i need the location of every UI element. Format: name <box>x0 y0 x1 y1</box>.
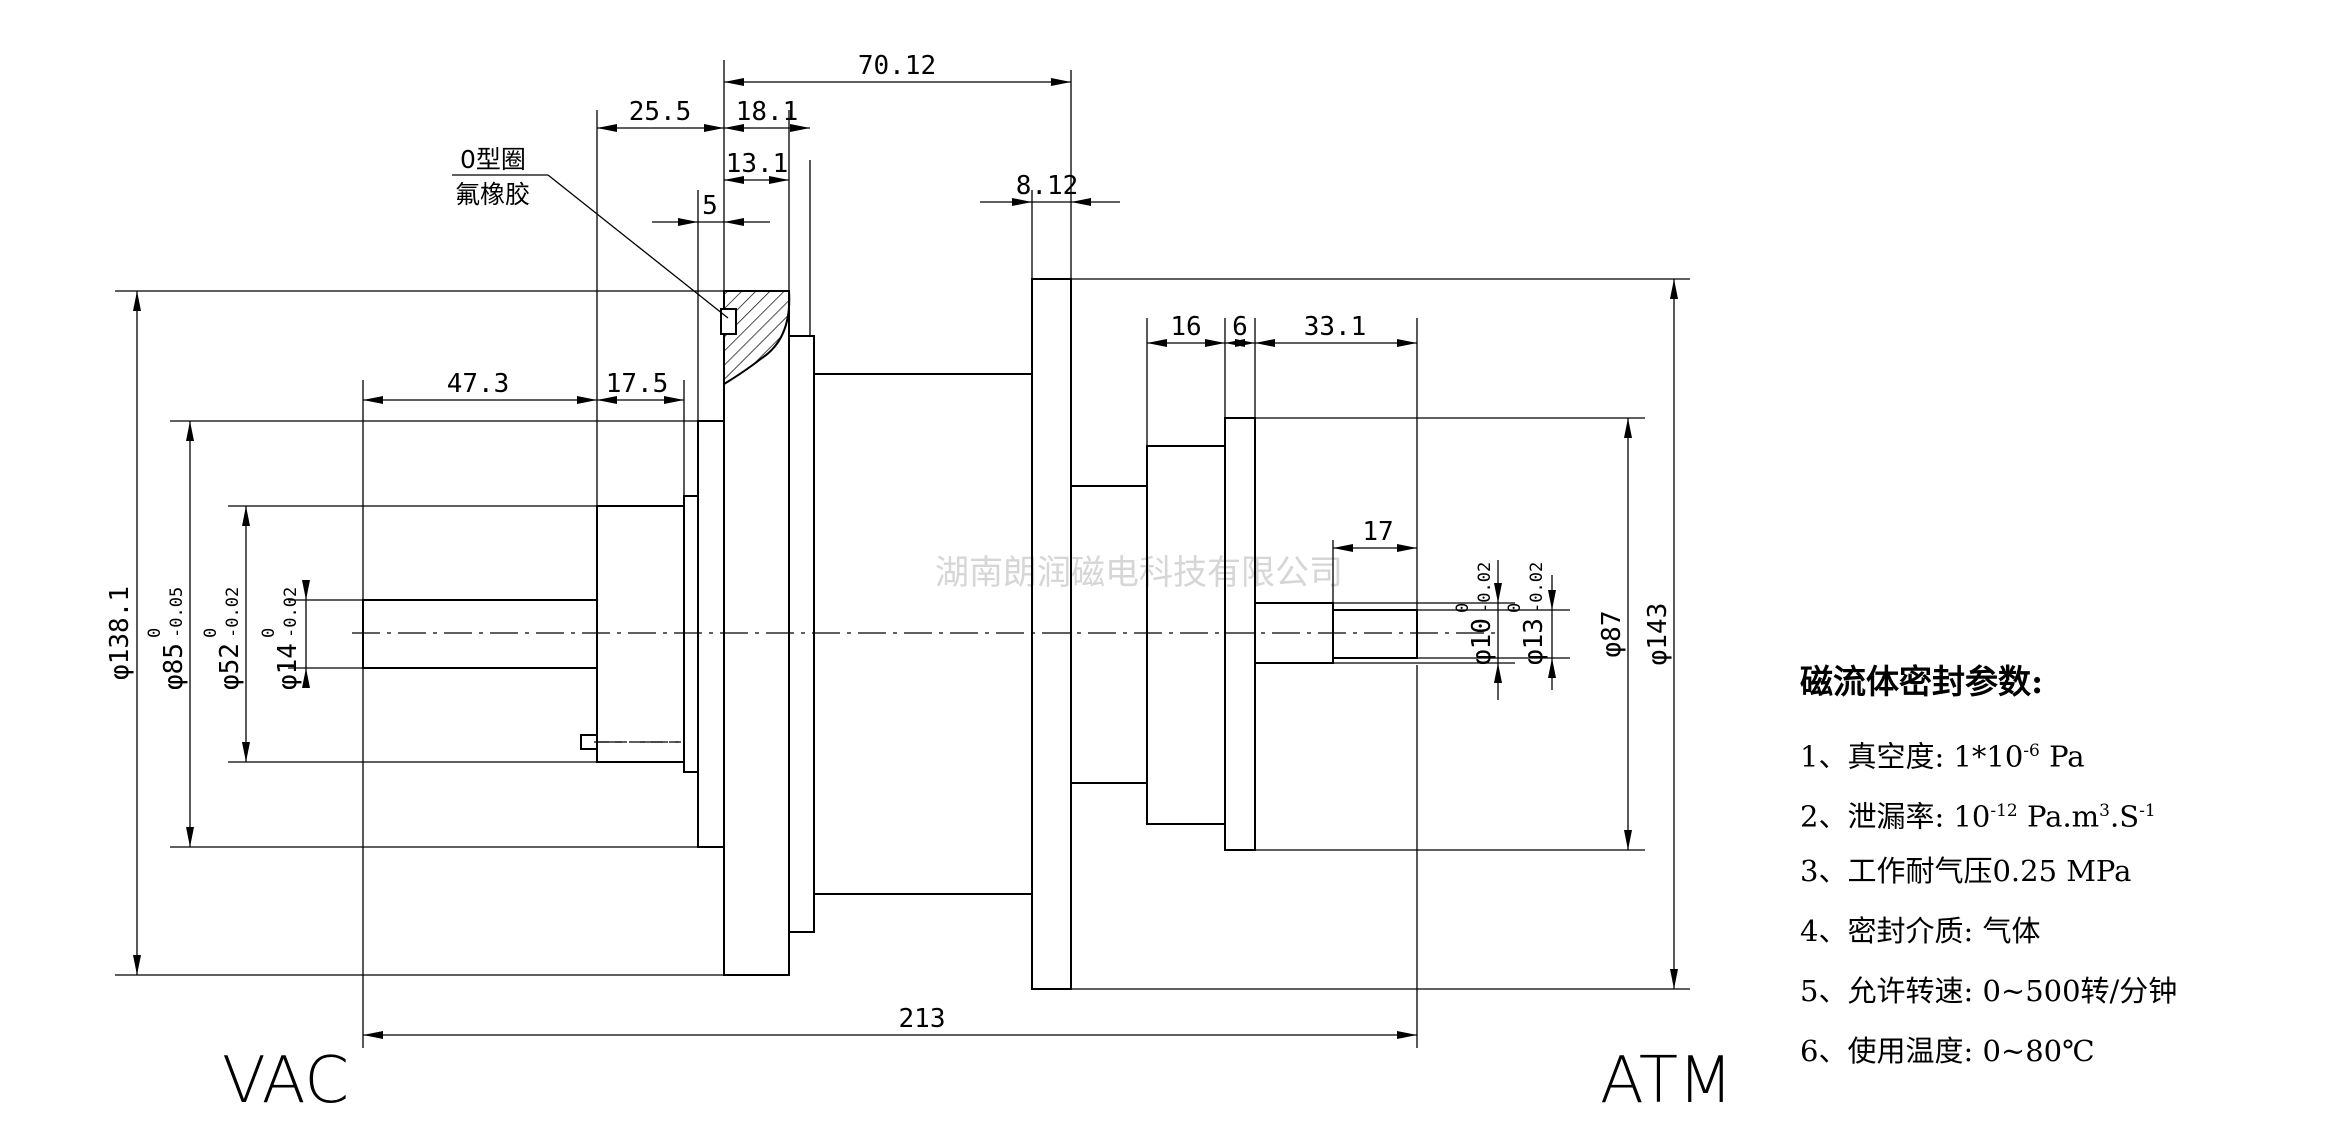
svg-text:-0.02: -0.02 <box>1527 562 1547 613</box>
dim-phi138-1: φ138.1 <box>105 291 141 975</box>
dim-70-12: 70.12 <box>724 51 1071 86</box>
param-leak-rate: 2、泄漏率: 10-12 Pa.m3.S-1 <box>1800 799 2156 834</box>
dim-213: 213 <box>363 1004 1417 1039</box>
svg-text:47.3: 47.3 <box>447 369 510 399</box>
svg-text:16: 16 <box>1170 312 1201 342</box>
svg-text:φ87: φ87 <box>1597 611 1627 658</box>
oring-callout: 0型圈 氟橡胶 <box>452 145 729 319</box>
svg-text:φ138.1: φ138.1 <box>105 586 135 680</box>
param-temperature: 6、使用温度: 0~80℃ <box>1800 1034 2095 1068</box>
dim-phi14: φ14 0 -0.02 <box>259 580 310 690</box>
svg-text:17: 17 <box>1362 517 1393 547</box>
svg-text:13.1: 13.1 <box>726 149 789 179</box>
svg-text:φ85: φ85 <box>159 643 189 690</box>
svg-text:-0.02: -0.02 <box>281 587 301 638</box>
dim-phi10: φ10 0 -0.02 <box>1453 560 1502 700</box>
dim-47-3: 47.3 <box>363 369 597 404</box>
dim-phi143: φ143 <box>1643 279 1678 989</box>
dim-phi87: φ87 <box>1597 418 1632 850</box>
svg-text:0: 0 <box>1505 603 1525 613</box>
dim-18-1: 18.1 <box>724 97 810 132</box>
extension-lines <box>115 60 1690 1048</box>
svg-text:-0.02: -0.02 <box>1475 562 1495 613</box>
svg-text:φ52: φ52 <box>215 643 245 690</box>
dim-17: 17 <box>1333 517 1417 552</box>
svg-text:φ13: φ13 <box>1519 618 1549 665</box>
param-speed: 5、允许转速: 0~500转/分钟 <box>1800 974 2178 1008</box>
dim-17-5: 17.5 <box>597 369 684 404</box>
dim-5: 5 <box>652 191 770 226</box>
oring-label-line2: 氟橡胶 <box>455 180 530 209</box>
params-title: 磁流体密封参数: <box>1800 662 2044 701</box>
svg-text:25.5: 25.5 <box>629 97 692 127</box>
dim-phi52: φ52 0 -0.02 <box>201 506 250 762</box>
part-outline <box>362 278 1418 990</box>
svg-text:φ14: φ14 <box>273 643 303 690</box>
svg-text:6: 6 <box>1232 312 1248 342</box>
dim-6: 6 <box>1225 312 1255 347</box>
svg-text:70.12: 70.12 <box>858 51 936 81</box>
param-pressure: 3、工作耐气压0.25 MPa <box>1800 854 2132 888</box>
svg-text:0: 0 <box>259 628 279 638</box>
dim-13-1: 13.1 <box>724 149 789 184</box>
svg-text:φ10: φ10 <box>1467 618 1497 665</box>
svg-text:5: 5 <box>702 191 718 221</box>
dim-16: 16 <box>1147 312 1225 347</box>
svg-text:17.5: 17.5 <box>606 369 669 399</box>
oring-label-line1: 0型圈 <box>460 145 526 174</box>
vac-label: VAC <box>222 1044 349 1118</box>
svg-text:0: 0 <box>145 628 165 638</box>
dim-33-1: 33.1 <box>1255 312 1417 347</box>
atm-label: ATM <box>1600 1044 1733 1118</box>
svg-text:-0.05: -0.05 <box>167 587 187 638</box>
param-medium: 4、密封介质: 气体 <box>1800 914 2041 948</box>
svg-text:18.1: 18.1 <box>736 97 799 127</box>
svg-text:33.1: 33.1 <box>1304 312 1367 342</box>
svg-text:-0.02: -0.02 <box>223 587 243 638</box>
seal-parameters: 磁流体密封参数: 1、真空度: 1*10-6 Pa 2、泄漏率: 10-12 P… <box>1800 655 2320 1081</box>
svg-text:213: 213 <box>899 1004 946 1034</box>
dim-phi13: φ13 0 -0.02 <box>1505 562 1556 690</box>
svg-text:0: 0 <box>201 628 221 638</box>
watermark: 湖南朗润磁电科技有限公司 <box>935 553 1343 593</box>
param-vacuum: 1、真空度: 1*10-6 Pa <box>1800 739 2085 774</box>
dim-phi85: φ85 0 -0.05 <box>145 421 194 847</box>
svg-text:0: 0 <box>1453 603 1473 613</box>
svg-text:8.12: 8.12 <box>1016 171 1079 201</box>
dim-25-5: 25.5 <box>597 97 724 132</box>
svg-text:φ143: φ143 <box>1643 603 1673 666</box>
dim-8-12: 8.12 <box>980 171 1120 206</box>
